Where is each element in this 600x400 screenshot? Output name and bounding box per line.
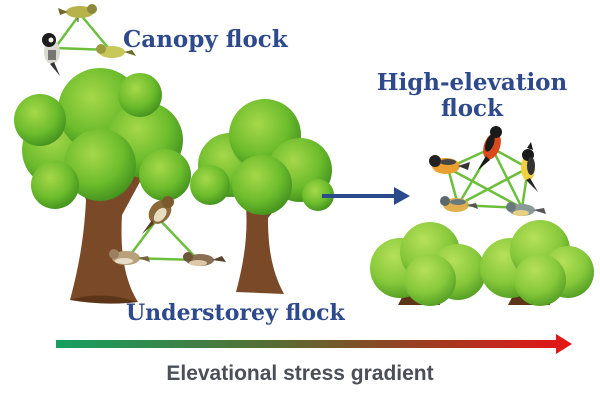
bird-icon xyxy=(58,4,97,22)
shrub-icon xyxy=(370,222,486,306)
bird-icon xyxy=(521,142,538,192)
understorey-flock-label: Understorey flock xyxy=(126,300,345,326)
bird-icon xyxy=(478,126,502,170)
bird-icon xyxy=(506,202,546,216)
bird-icon xyxy=(440,196,478,212)
high-elevation-label-line2: flock xyxy=(440,95,503,122)
gradient-arrow xyxy=(56,334,572,354)
arrow-icon xyxy=(322,187,410,205)
high-elevation-flock-label: High-elevation flock xyxy=(372,70,572,122)
bird-icon xyxy=(109,249,150,265)
shrub-icon xyxy=(480,220,594,306)
tree-icon xyxy=(190,99,334,294)
bird-icon xyxy=(183,252,226,266)
bird-icon xyxy=(429,155,470,174)
high-elevation-label-line1: High-elevation xyxy=(376,69,568,96)
tree-icon xyxy=(14,68,191,304)
gradient-axis-label: Elevational stress gradient xyxy=(166,362,434,385)
bird-icon xyxy=(42,33,60,76)
bird-icon xyxy=(142,196,174,234)
bird-icon xyxy=(96,44,136,58)
canopy-flock-label: Canopy flock xyxy=(123,26,288,53)
